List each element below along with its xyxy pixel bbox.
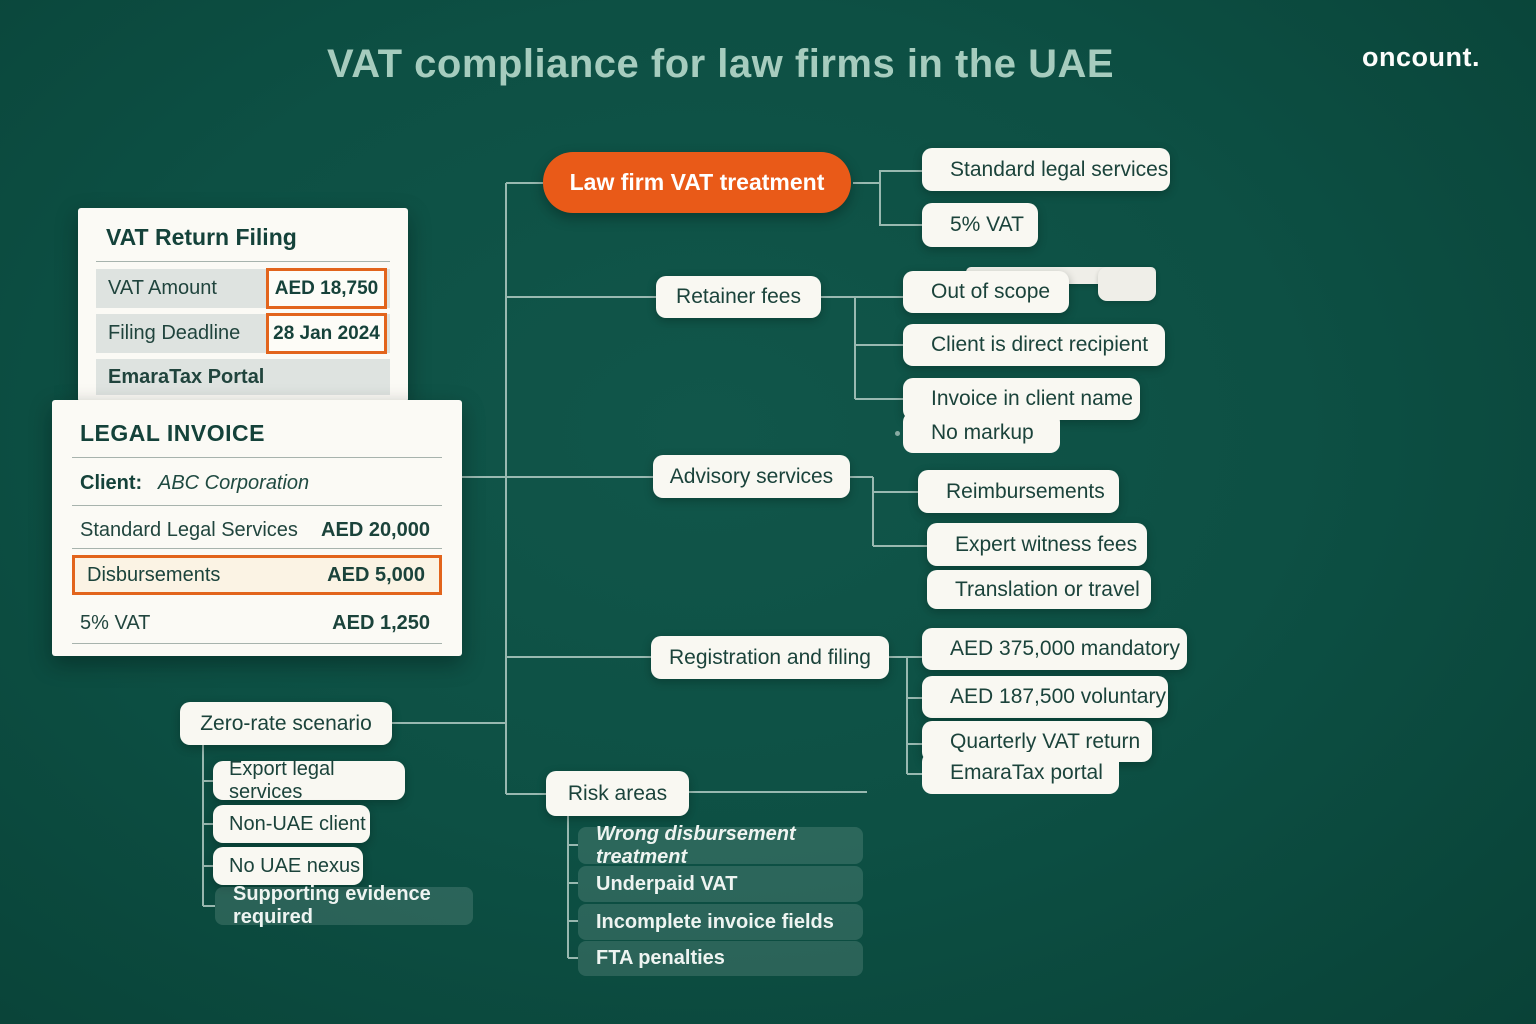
node-standard-legal-services: Standard legal services bbox=[922, 148, 1170, 191]
node-reimbursements: Reimbursements bbox=[918, 470, 1119, 513]
node-risk-areas: Risk areas bbox=[546, 771, 689, 816]
node-translation-or-travel: Translation or travel bbox=[927, 570, 1151, 609]
node-retainer-fees: Retainer fees bbox=[656, 276, 821, 318]
legal-invoice-card: LEGAL INVOICE Client: ABC Corporation St… bbox=[52, 400, 462, 656]
divider bbox=[72, 505, 442, 506]
render-artifact bbox=[1098, 267, 1156, 301]
vat-amount-value: AED 18,750 bbox=[266, 268, 387, 309]
disbursements-highlight-row: Disbursements AED 5,000 bbox=[72, 555, 442, 595]
vat-card-title: VAT Return Filing bbox=[106, 224, 297, 250]
node-export-legal-services: Export legal services bbox=[213, 758, 405, 803]
node-expert-witness-fees: Expert witness fees bbox=[927, 523, 1147, 566]
filing-deadline-label: Filing Deadline bbox=[108, 322, 241, 344]
invoice-line-amount: AED 20,000 bbox=[321, 519, 430, 541]
node-emaratax-portal: EmaraTax portal bbox=[922, 752, 1119, 794]
node-wrong-disbursement-treatment: Wrong disbursement treatment bbox=[578, 823, 863, 868]
node-underpaid-vat: Underpaid VAT bbox=[578, 866, 863, 902]
node-law-firm-vat-treatment: Law firm VAT treatment bbox=[543, 152, 851, 213]
divider bbox=[96, 261, 390, 262]
page-title: VAT compliance for law firms in the UAE bbox=[327, 42, 1115, 86]
divider bbox=[72, 643, 442, 644]
node-incomplete-invoice-fields: Incomplete invoice fields bbox=[578, 904, 863, 940]
vat-amount-label: VAT Amount bbox=[108, 277, 217, 299]
divider bbox=[72, 457, 442, 458]
node-registration-and-filing: Registration and filing bbox=[651, 636, 889, 679]
invoice-line-amount: AED 5,000 bbox=[327, 563, 425, 586]
node-aed-375000-mandatory: AED 375,000 mandatory bbox=[922, 628, 1187, 670]
invoice-line-label: 5% VAT bbox=[80, 612, 151, 634]
node-advisory-services: Advisory services bbox=[653, 455, 850, 498]
node-non-uae-client: Non-UAE client bbox=[213, 805, 370, 843]
node-no-uae-nexus: No UAE nexus bbox=[213, 847, 363, 885]
node-client-direct-recipient: Client is direct recipient bbox=[903, 324, 1165, 366]
node-supporting-evidence-required: Supporting evidence required bbox=[215, 883, 473, 928]
node-no-markup: No markup bbox=[903, 412, 1060, 453]
invoice-title: LEGAL INVOICE bbox=[80, 420, 265, 446]
filing-deadline-value: 28 Jan 2024 bbox=[266, 313, 387, 354]
brand-logo: oncount. bbox=[1362, 42, 1480, 72]
node-zero-rate-scenario: Zero-rate scenario bbox=[180, 702, 392, 745]
client-label: Client: bbox=[80, 472, 143, 494]
divider bbox=[72, 548, 442, 549]
node-aed-187500-voluntary: AED 187,500 voluntary bbox=[922, 676, 1168, 718]
vat-return-filing-card: VAT Return Filing VAT Amount AED 18,750 … bbox=[78, 208, 408, 402]
emaratax-portal-label: EmaraTax Portal bbox=[108, 365, 265, 388]
invoice-line-amount: AED 1,250 bbox=[332, 612, 430, 634]
emaratax-portal-row: EmaraTax Portal bbox=[96, 359, 390, 395]
node-fta-penalties: FTA penalties bbox=[578, 941, 863, 976]
node-5-percent-vat: 5% VAT bbox=[922, 203, 1038, 247]
node-out-of-scope: Out of scope bbox=[903, 271, 1069, 313]
render-artifact-dot bbox=[895, 431, 900, 436]
invoice-line-label: Disbursements bbox=[87, 563, 221, 586]
invoice-line-label: Standard Legal Services bbox=[80, 519, 298, 541]
client-name: ABC Corporation bbox=[158, 472, 310, 494]
